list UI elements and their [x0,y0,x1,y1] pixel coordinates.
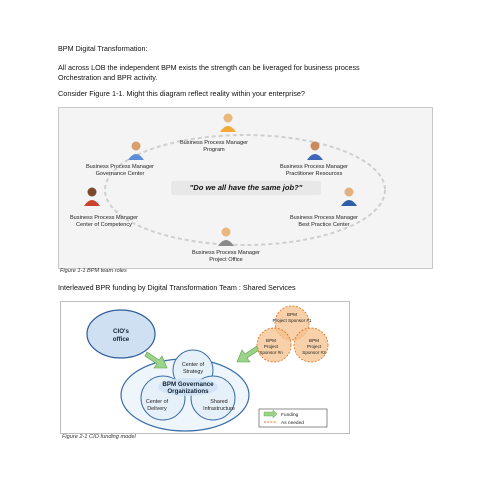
figure-1-center-text: "Do we all have the same job?" [189,183,303,192]
legend-funding-icon [263,409,278,419]
sponsor-2-label-2: Project [307,344,322,349]
sponsor-2-label-1: BPM [309,338,319,343]
sponsor-1-label-2: Project Sponsor #1 [272,318,312,323]
center-of-delivery-label-2: Delivery [147,406,167,412]
figure-1-caption: Figure 1-1 BPM team roles [60,268,127,274]
center-of-delivery-label-1: Center of [146,399,169,405]
paragraph-line-2: Orchestration and BPR activity. [58,73,158,82]
person-icon [341,187,357,206]
sponsor-n-label-2: Project [264,344,279,349]
figure-2-caption: Figure 2-1 CIO funding model [62,434,136,440]
governance-label-1: BPM Governance [162,381,214,388]
doc-heading: BPM Digital Transformation: [58,44,148,53]
cio-office-label-2: office [113,336,130,343]
sponsor-1-label-1: BPM [287,312,297,317]
center-of-strategy-label-2: Strategy [183,369,203,375]
legend-funding-label: Funding [281,412,299,418]
figure-question: Consider Figure 1-1. Might this diagram … [58,89,305,98]
sponsor-n-label-1: BPM [266,338,276,343]
paragraph-line-1: All across LOB the independent BPM exist… [58,63,360,72]
figure-1-diagram [104,134,386,246]
person-icon [220,113,236,132]
center-of-strategy-label-1: Center of [182,362,205,368]
figure-2-diagram: CIO's office Center of Strategy BPM Gove… [86,305,329,432]
sponsor-2-label-3: Sponsor #2 [302,350,326,355]
arrow-left-down-icon [236,345,260,363]
cio-office-label-1: CIO's [113,328,129,335]
person-icon [84,187,100,206]
figure-2-1: CIO's office Center of Strategy BPM Gove… [60,301,350,434]
shared-infra-label-1: Shared [210,399,227,405]
sponsor-n-label-3: Sponsor #n [259,350,283,355]
person-icon [218,227,234,246]
person-icon [307,141,323,160]
section-2-text: Interleaved BPR funding by Digital Trans… [58,283,296,292]
arrow-right-down-icon [144,351,168,369]
legend-as-needed-label: As needed [281,420,304,426]
person-icon [128,141,144,160]
governance-label-2: Organizations [167,388,209,395]
shared-infra-label-2: Infrastructure [203,406,235,412]
